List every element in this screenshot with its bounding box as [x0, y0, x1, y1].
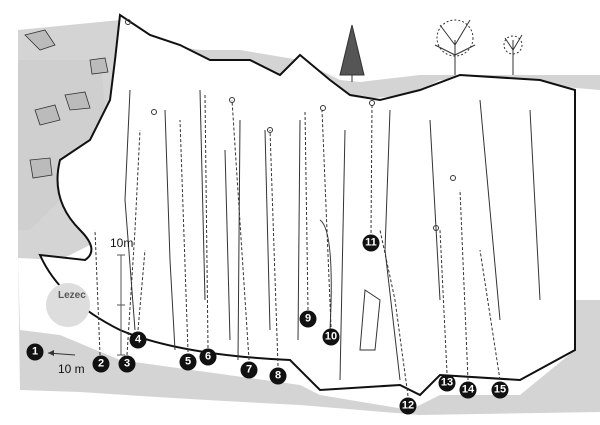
- route-marker-8[interactable]: 8: [269, 367, 287, 385]
- route-marker-11[interactable]: 11: [362, 234, 380, 252]
- rock-outline: [38, 13, 576, 397]
- ground-area: [18, 255, 600, 415]
- route-marker-2[interactable]: 2: [92, 355, 110, 373]
- tree-icons: [339, 19, 523, 82]
- deciduous-tree-icon: [434, 19, 476, 75]
- route-marker-6[interactable]: 6: [199, 348, 217, 366]
- route-marker-12[interactable]: 12: [399, 397, 417, 415]
- rock-cracks: [124, 89, 541, 381]
- pine-tree-icon: [339, 24, 365, 76]
- route-marker-7[interactable]: 7: [240, 361, 258, 379]
- logo-circle: [46, 283, 90, 327]
- logo-text: Lezec: [58, 290, 86, 301]
- small-tree-icon: [504, 34, 523, 75]
- route-marker-15[interactable]: 15: [491, 381, 509, 399]
- route-marker-13[interactable]: 13: [438, 374, 456, 392]
- boulders: [24, 29, 109, 179]
- horizontal-scale-label: 10 m: [58, 362, 85, 376]
- route-marker-1[interactable]: 1: [26, 343, 44, 361]
- route-marker-4[interactable]: 4: [129, 331, 147, 349]
- route-marker-5[interactable]: 5: [179, 353, 197, 371]
- route-marker-3[interactable]: 3: [118, 355, 136, 373]
- route-lines: [94, 94, 501, 397]
- route-marker-14[interactable]: 14: [459, 381, 477, 399]
- anchor-icons: [125, 19, 456, 231]
- route-marker-10[interactable]: 10: [322, 328, 340, 346]
- scale-bar: [117, 254, 125, 356]
- vertical-scale-label: 10m: [110, 236, 134, 250]
- route-marker-9[interactable]: 9: [299, 310, 317, 328]
